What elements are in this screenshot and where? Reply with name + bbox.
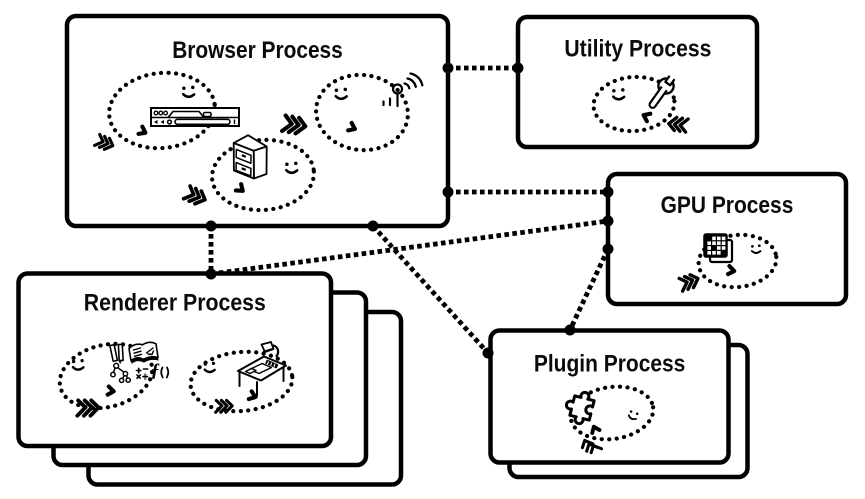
svg-text:Renderer Process: Renderer Process (84, 289, 266, 316)
svg-text:GPU Process: GPU Process (661, 192, 794, 219)
svg-text:Utility Process: Utility Process (564, 36, 711, 63)
svg-text:Plugin Process: Plugin Process (534, 351, 686, 378)
svg-text:ƒ: ƒ (151, 360, 161, 381)
svg-text:Browser Process: Browser Process (172, 37, 343, 64)
